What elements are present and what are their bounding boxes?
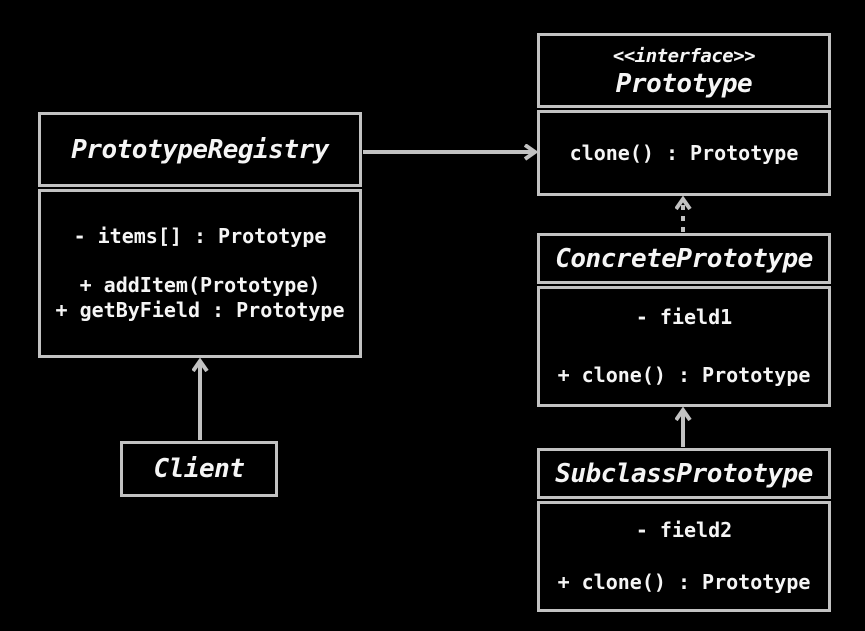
method-item: + clone() : Prototype [557, 363, 811, 387]
class-box-prototype: <<interface>> Prototype clone() : Protot… [537, 33, 831, 196]
class-members-prototyperegistry: - items[] : Prototype + addItem(Prototyp… [38, 189, 362, 358]
attribute-item: - items[] : Prototype [73, 224, 327, 248]
class-members-prototype: clone() : Prototype [537, 110, 831, 196]
class-box-concreteprototype: ConcretePrototype - field1 + clone() : P… [537, 233, 831, 407]
method-item: clone() : Prototype [569, 140, 799, 165]
method-item: + getByField : Prototype [55, 298, 345, 322]
attribute-item: - field1 [635, 305, 733, 329]
attribute-item: - field2 [635, 518, 733, 542]
class-header-client: Client [120, 441, 278, 497]
class-name-concreteprototype: ConcretePrototype [555, 243, 813, 274]
class-box-subclassprototype: SubclassPrototype - field2 + clone() : P… [537, 448, 831, 612]
class-members-concreteprototype: - field1 + clone() : Prototype [537, 286, 831, 407]
class-members-subclassprototype: - field2 + clone() : Prototype [537, 501, 831, 612]
class-name-subclassprototype: SubclassPrototype [555, 458, 813, 489]
class-box-client: Client [120, 441, 278, 497]
class-name-client: Client [153, 454, 245, 484]
method-item: + addItem(Prototype) [79, 273, 321, 297]
class-box-prototyperegistry: PrototypeRegistry - items[] : Prototype … [38, 112, 362, 358]
class-name-prototype: Prototype [615, 68, 753, 99]
method-item: + clone() : Prototype [557, 570, 811, 594]
class-header-subclassprototype: SubclassPrototype [537, 448, 831, 499]
class-header-prototyperegistry: PrototypeRegistry [38, 112, 362, 187]
class-header-prototype: <<interface>> Prototype [537, 33, 831, 108]
stereotype-label: <<interface>> [612, 44, 756, 67]
class-header-concreteprototype: ConcretePrototype [537, 233, 831, 284]
class-name-prototyperegistry: PrototypeRegistry [71, 134, 329, 165]
